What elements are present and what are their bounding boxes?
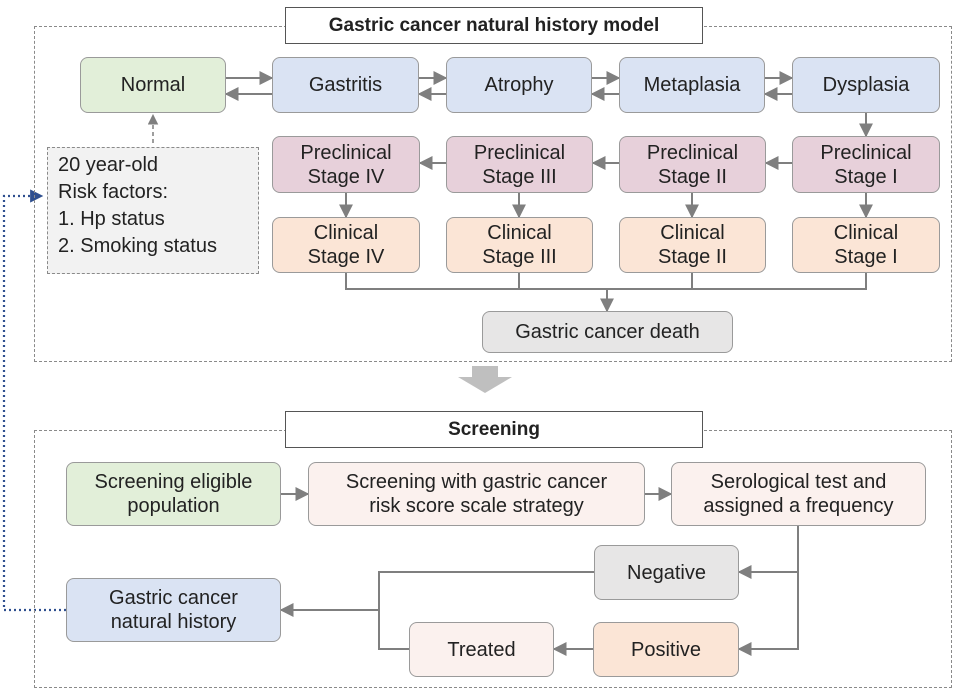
outcome-treated: Treated xyxy=(409,622,554,677)
state-preclinical-stage-4: Preclinical Stage IV xyxy=(272,136,420,193)
state-clinical-stage-1: Clinical Stage I xyxy=(792,217,940,273)
state-dysplasia: Dysplasia xyxy=(792,57,940,113)
state-clinical-stage-4: Clinical Stage IV xyxy=(272,217,420,273)
natural-history-title: Gastric cancer natural history model xyxy=(285,7,703,44)
state-atrophy: Atrophy xyxy=(446,57,592,113)
cohort-risk-factors-note: 20 year-old Risk factors: 1. Hp status 2… xyxy=(47,147,259,274)
state-clinical-stage-3: Clinical Stage III xyxy=(446,217,593,273)
screening-title: Screening xyxy=(285,411,703,448)
serological-test: Serological test and assigned a frequenc… xyxy=(671,462,926,526)
panel-transition-arrow xyxy=(458,366,512,393)
screening-natural-history: Gastric cancer natural history xyxy=(66,578,281,642)
screening-eligible-population: Screening eligible population xyxy=(66,462,281,526)
arrow-serological-to-positive xyxy=(737,572,799,656)
state-gastritis: Gastritis xyxy=(272,57,419,113)
result-positive: Positive xyxy=(593,622,739,677)
state-metaplasia: Metaplasia xyxy=(619,57,765,113)
result-negative: Negative xyxy=(594,545,739,600)
screening-strategy: Screening with gastric cancer risk score… xyxy=(308,462,645,526)
state-preclinical-stage-2: Preclinical Stage II xyxy=(619,136,766,193)
state-normal: Normal xyxy=(80,57,226,113)
state-gastric-cancer-death: Gastric cancer death xyxy=(482,311,733,353)
state-clinical-stage-2: Clinical Stage II xyxy=(619,217,766,273)
state-preclinical-stage-3: Preclinical Stage III xyxy=(446,136,593,193)
feedback-link-to-model xyxy=(2,189,66,612)
state-preclinical-stage-1: Preclinical Stage I xyxy=(792,136,940,193)
